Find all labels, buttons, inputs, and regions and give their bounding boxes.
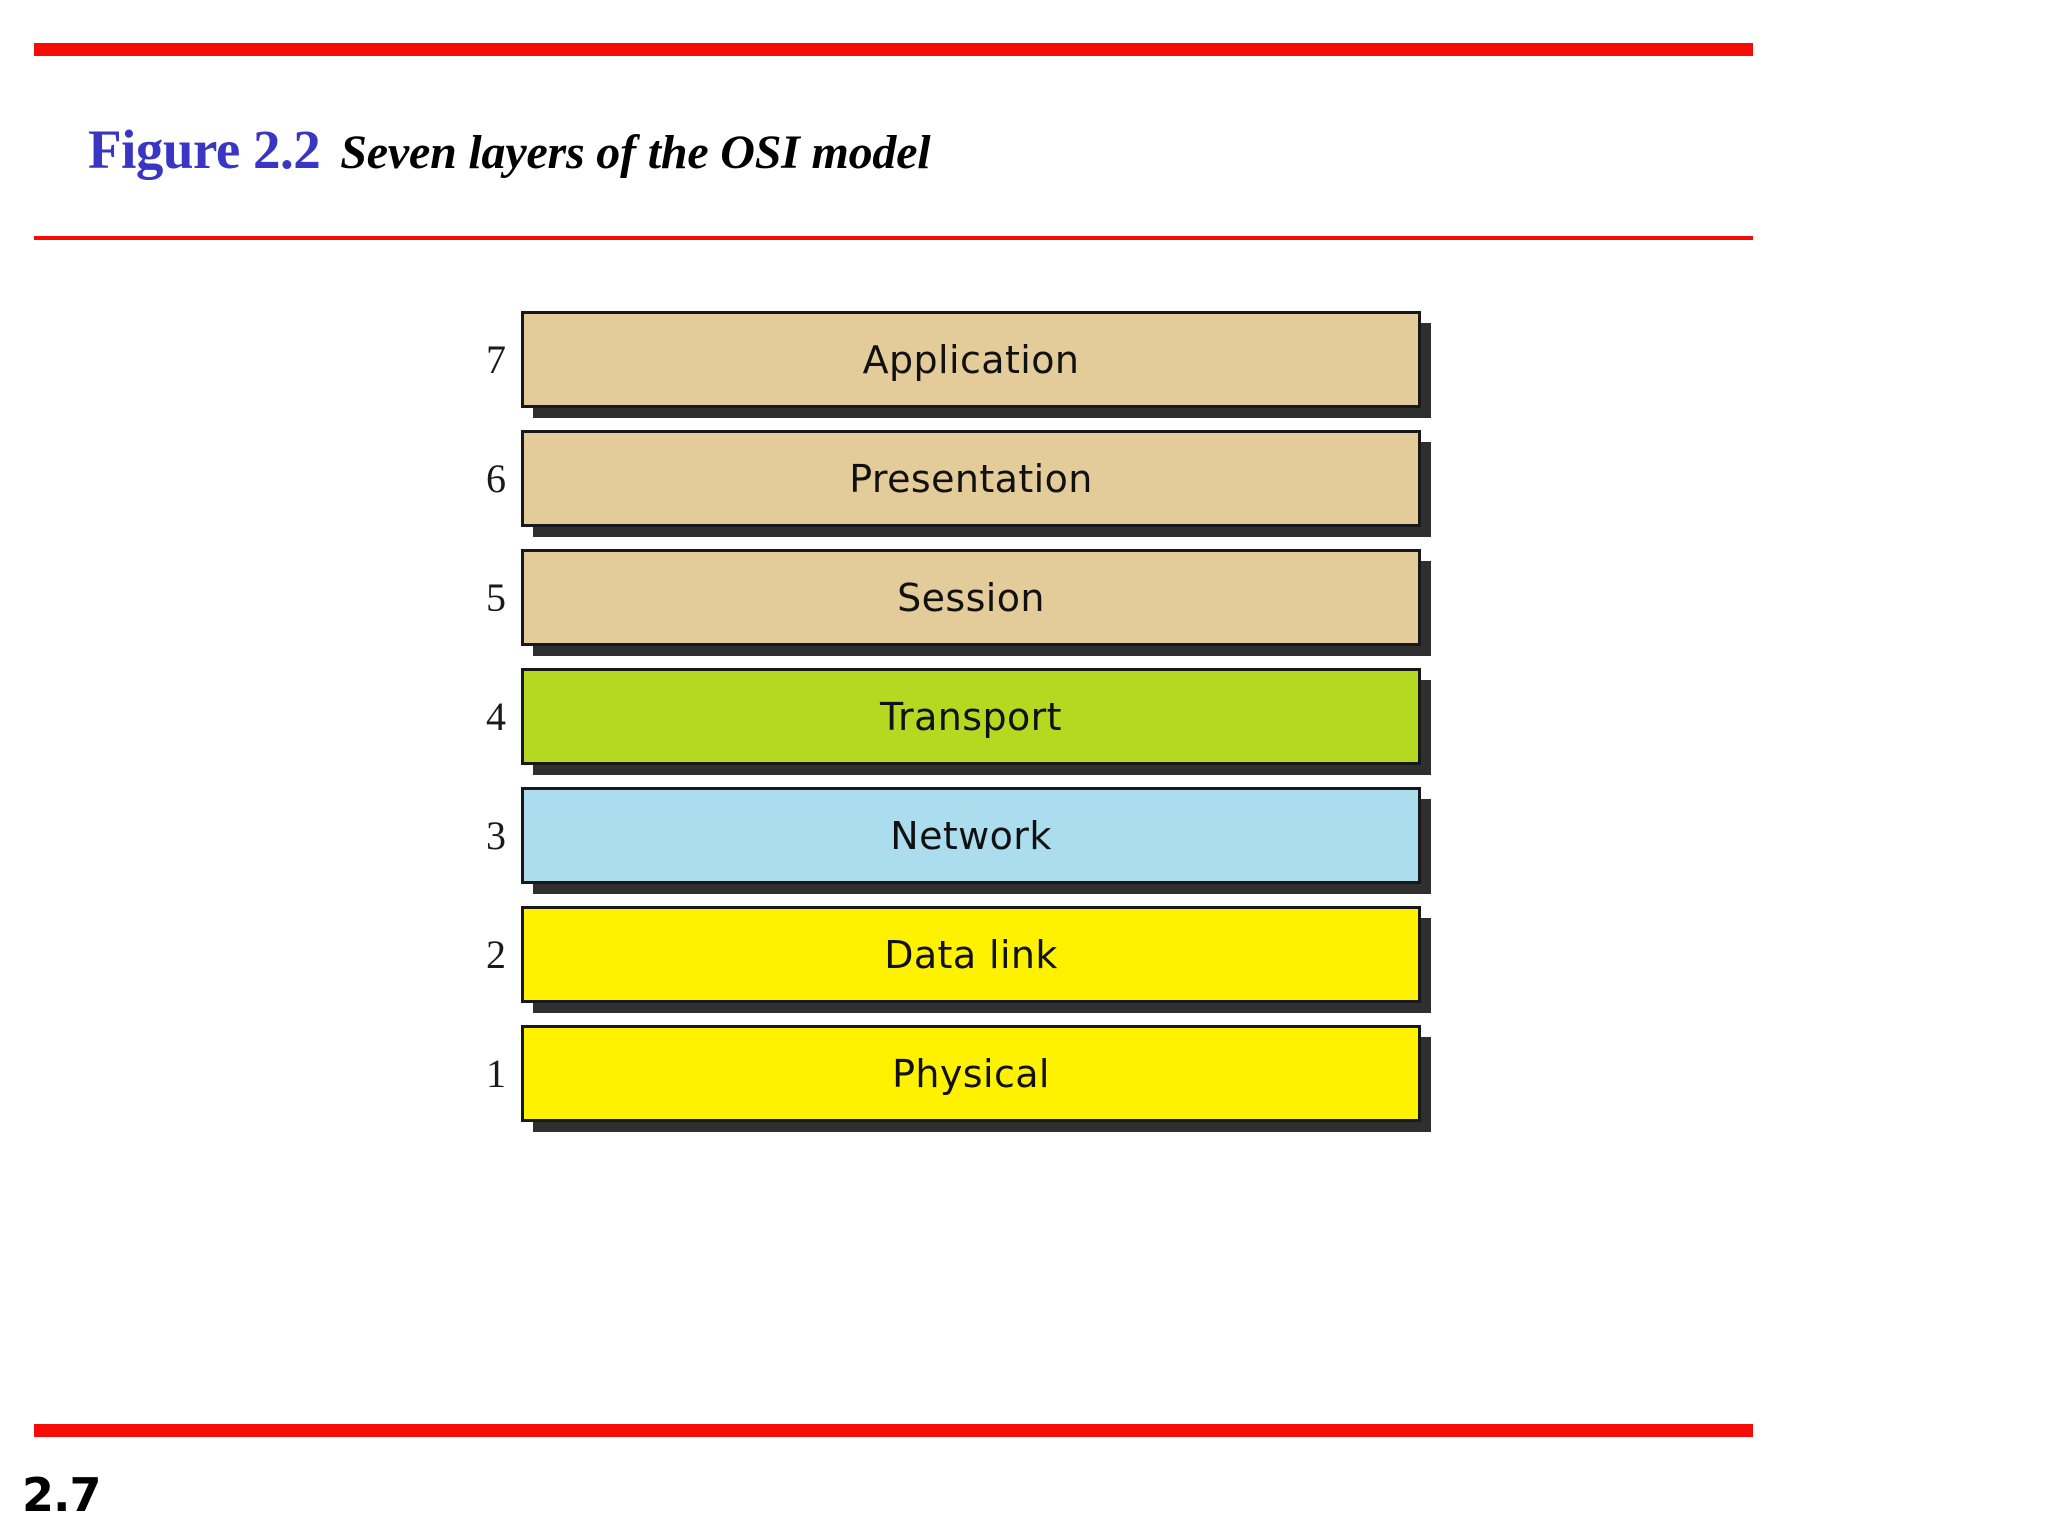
top-accent-rule bbox=[34, 43, 1753, 56]
osi-layer-number: 1 bbox=[486, 1051, 506, 1096]
osi-layer-row: 1 Physical bbox=[0, 1025, 2048, 1122]
figure-title: Figure 2.2 Seven layers of the OSI model bbox=[88, 119, 931, 180]
osi-layer-label: Presentation bbox=[849, 456, 1093, 501]
title-underline-rule bbox=[34, 236, 1753, 240]
osi-layer-box[interactable]: Application bbox=[521, 311, 1421, 408]
osi-layer-box[interactable]: Physical bbox=[521, 1025, 1421, 1122]
osi-layer-box[interactable]: Presentation bbox=[521, 430, 1421, 527]
osi-layer-label: Network bbox=[890, 813, 1052, 858]
osi-layer-number: 4 bbox=[486, 694, 506, 739]
osi-layer-box[interactable]: Transport bbox=[521, 668, 1421, 765]
osi-layer-box[interactable]: Data link bbox=[521, 906, 1421, 1003]
osi-layer-number: 6 bbox=[486, 456, 506, 501]
figure-caption-label: Seven layers of the OSI model bbox=[340, 126, 931, 179]
osi-layer-row: 2 Data link bbox=[0, 906, 2048, 1003]
osi-layer-row: 4 Transport bbox=[0, 668, 2048, 765]
osi-layer-row: 7 Application bbox=[0, 311, 2048, 408]
osi-layer-number: 3 bbox=[486, 813, 506, 858]
osi-layer-label: Physical bbox=[892, 1051, 1050, 1096]
bottom-accent-rule bbox=[34, 1424, 1753, 1437]
osi-layer-label: Application bbox=[862, 337, 1080, 382]
osi-layer-number: 5 bbox=[486, 575, 506, 620]
osi-layer-number: 2 bbox=[486, 932, 506, 977]
osi-layer-label: Session bbox=[897, 575, 1045, 620]
osi-layer-label: Data link bbox=[884, 932, 1058, 977]
osi-layer-label: Transport bbox=[880, 694, 1062, 739]
osi-layer-box[interactable]: Session bbox=[521, 549, 1421, 646]
figure-number-label: Figure 2.2 bbox=[88, 119, 321, 180]
slide-number: 2.7 bbox=[22, 1468, 101, 1522]
osi-layer-row: 6 Presentation bbox=[0, 430, 2048, 527]
osi-layer-stack: 7 Application 6 Presentation 5 Session 4 Transp… bbox=[0, 311, 2048, 1144]
osi-layer-number: 7 bbox=[486, 337, 506, 382]
osi-layer-row: 3 Network bbox=[0, 787, 2048, 884]
osi-layer-row: 5 Session bbox=[0, 549, 2048, 646]
osi-layer-box[interactable]: Network bbox=[521, 787, 1421, 884]
